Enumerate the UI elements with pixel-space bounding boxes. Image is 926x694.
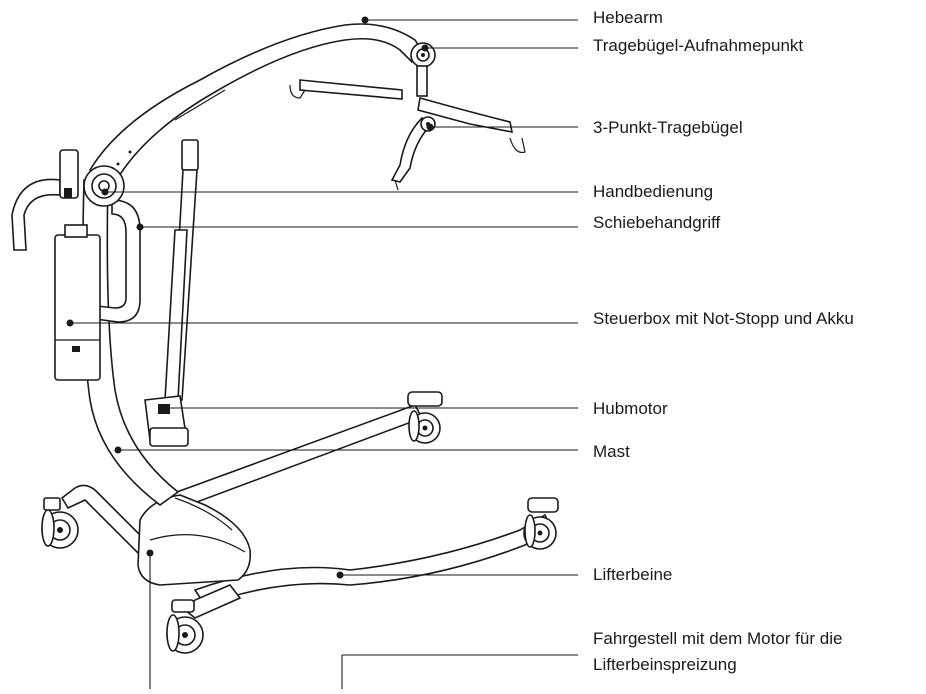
castor-back-left <box>41 497 79 549</box>
hand-control-unit <box>59 149 125 207</box>
label-mast: Mast <box>593 442 630 461</box>
label-lifterbeine: Lifterbeine <box>593 565 673 584</box>
label-hebearm: Hebearm <box>593 8 663 27</box>
castor-front-left <box>166 599 204 654</box>
chassis <box>41 391 559 654</box>
control-box <box>54 224 101 381</box>
spreader-bar <box>289 79 526 191</box>
label-fahrgestell-line1: Fahrgestell mit dem Motor für die <box>593 629 843 648</box>
lift-arm <box>88 23 427 190</box>
actuator <box>144 139 199 447</box>
label-3-punkt-tragebuegel: 3-Punkt-Tragebügel <box>593 118 743 137</box>
castor-back-right <box>407 391 443 444</box>
label-hubmotor: Hubmotor <box>593 399 668 418</box>
castor-front-right <box>523 497 559 550</box>
callout-lines <box>66 16 578 689</box>
label-steuerbox: Steuerbox mit Not-Stopp und Akku <box>593 309 854 328</box>
hanger-pivot <box>410 42 436 97</box>
label-fahrgestell-line2: Lifterbeinspreizung <box>593 655 737 674</box>
label-tragebuegel-aufnahmepunkt: Tragebügel-Aufnahmepunkt <box>593 36 804 55</box>
label-handbedienung: Handbedienung <box>593 182 714 201</box>
label-schiebehandgriff: Schiebehandgriff <box>593 213 721 232</box>
